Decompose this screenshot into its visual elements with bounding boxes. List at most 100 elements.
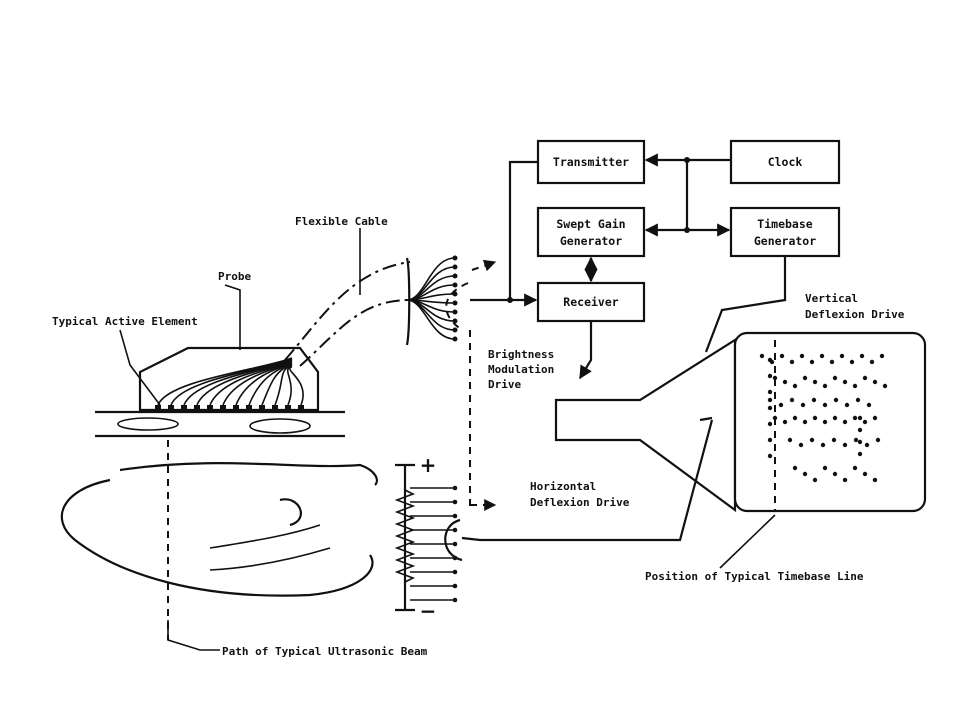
echo-dot (767, 453, 773, 459)
echo-dot (869, 359, 875, 365)
vertical-deflexion-label-2: Deflexion Drive (805, 308, 905, 321)
swept-gain-generator-block: Swept Gain Generator (536, 206, 646, 258)
echo-dot (882, 383, 888, 389)
brightness-label-1: Brightness (488, 348, 554, 361)
plus-sign: + (420, 453, 437, 477)
echo-dot (862, 375, 868, 381)
echo-dot (822, 383, 828, 389)
echo-dot (782, 419, 788, 425)
echo-dot (831, 437, 837, 443)
echo-dot (802, 419, 808, 425)
echo-dot (820, 442, 826, 448)
echo-dot (767, 389, 773, 395)
echo-dot (842, 379, 848, 385)
echo-dot (809, 437, 815, 443)
fanout-contact (452, 273, 458, 279)
probe-wire (209, 360, 293, 406)
brightness-label-3: Drive (488, 378, 521, 391)
timebase-label-2: Generator (754, 234, 816, 248)
fanout-contact (452, 318, 458, 324)
echo-dot (857, 427, 863, 433)
echo-dot (866, 402, 872, 408)
fanout-contact (452, 282, 458, 288)
transmitter-block: Transmitter (536, 139, 646, 185)
echo-dot (767, 373, 773, 379)
transducer-element (259, 405, 265, 412)
echo-dot (832, 415, 838, 421)
probe-wire (183, 358, 293, 406)
probe (95, 346, 345, 438)
echo-dot (792, 465, 798, 471)
transducer-element (233, 405, 239, 412)
ladder-contact (452, 499, 458, 505)
echo-dot (829, 359, 835, 365)
ladder-taps (410, 485, 458, 603)
ladder-contact (452, 541, 458, 547)
flexible-cable (284, 255, 458, 367)
echo-dot (842, 477, 848, 483)
fanout-wire (406, 266, 456, 301)
echo-dot (778, 402, 784, 408)
echo-dot (852, 383, 858, 389)
voltage-ladder: + − (394, 419, 714, 623)
echo-dot (802, 375, 808, 381)
echo-dot (852, 415, 858, 421)
ladder-contact (452, 485, 458, 491)
transducer-element (155, 405, 161, 412)
fanout-contact (452, 327, 458, 333)
echo-dot (779, 353, 785, 359)
echo-dot (822, 419, 828, 425)
probe-wire (196, 359, 293, 406)
echo-dot (767, 397, 773, 403)
probe-wires (157, 357, 304, 406)
echo-dot (792, 415, 798, 421)
echo-dot (853, 437, 859, 443)
echo-dot (872, 415, 878, 421)
echo-dot (844, 402, 850, 408)
echo-dot (864, 442, 870, 448)
fanout-contact (452, 255, 458, 261)
crt-display (554, 331, 927, 513)
swept-gain-label-2: Generator (560, 234, 622, 248)
beam-path-label: Path of Typical Ultrasonic Beam (222, 645, 428, 658)
echo-dot (857, 415, 863, 421)
echo-dot (767, 357, 773, 363)
probe-wire (222, 361, 293, 406)
transducer-element (194, 405, 200, 412)
flexible-cable-label: Flexible Cable (295, 215, 388, 228)
transducer-element (272, 405, 278, 412)
minus-sign: − (420, 599, 437, 623)
echo-dot (842, 419, 848, 425)
transducer-element (168, 405, 174, 412)
echo-dot (862, 419, 868, 425)
echo-dot (849, 359, 855, 365)
echo-dot (822, 465, 828, 471)
echo-dot-pattern (759, 340, 888, 511)
echo-dot (859, 353, 865, 359)
echo-dot (787, 437, 793, 443)
fanout-contact (452, 264, 458, 270)
ladder-contact (452, 513, 458, 519)
echo-dot (767, 437, 773, 443)
receiver-label: Receiver (563, 295, 618, 309)
block-connections (470, 153, 787, 380)
echo-dot (832, 375, 838, 381)
echo-dot (862, 471, 868, 477)
echo-dot (839, 353, 845, 359)
transducer-element (207, 405, 213, 412)
typical-active-element-label: Typical Active Element (52, 315, 198, 328)
echo-dot (789, 397, 795, 403)
echo-dot (798, 442, 804, 448)
echo-dot (819, 353, 825, 359)
transducer-element (181, 405, 187, 412)
echo-dot (812, 415, 818, 421)
echo-dot (833, 397, 839, 403)
brightness-label-2: Modulation (488, 363, 554, 376)
probe-wire (289, 366, 304, 406)
timebase-generator-block: Timebase Generator (729, 206, 841, 258)
echo-dot (879, 353, 885, 359)
clock-label: Clock (768, 155, 803, 169)
vertical-deflexion-label-1: Vertical (805, 292, 858, 305)
echo-dot (872, 477, 878, 483)
